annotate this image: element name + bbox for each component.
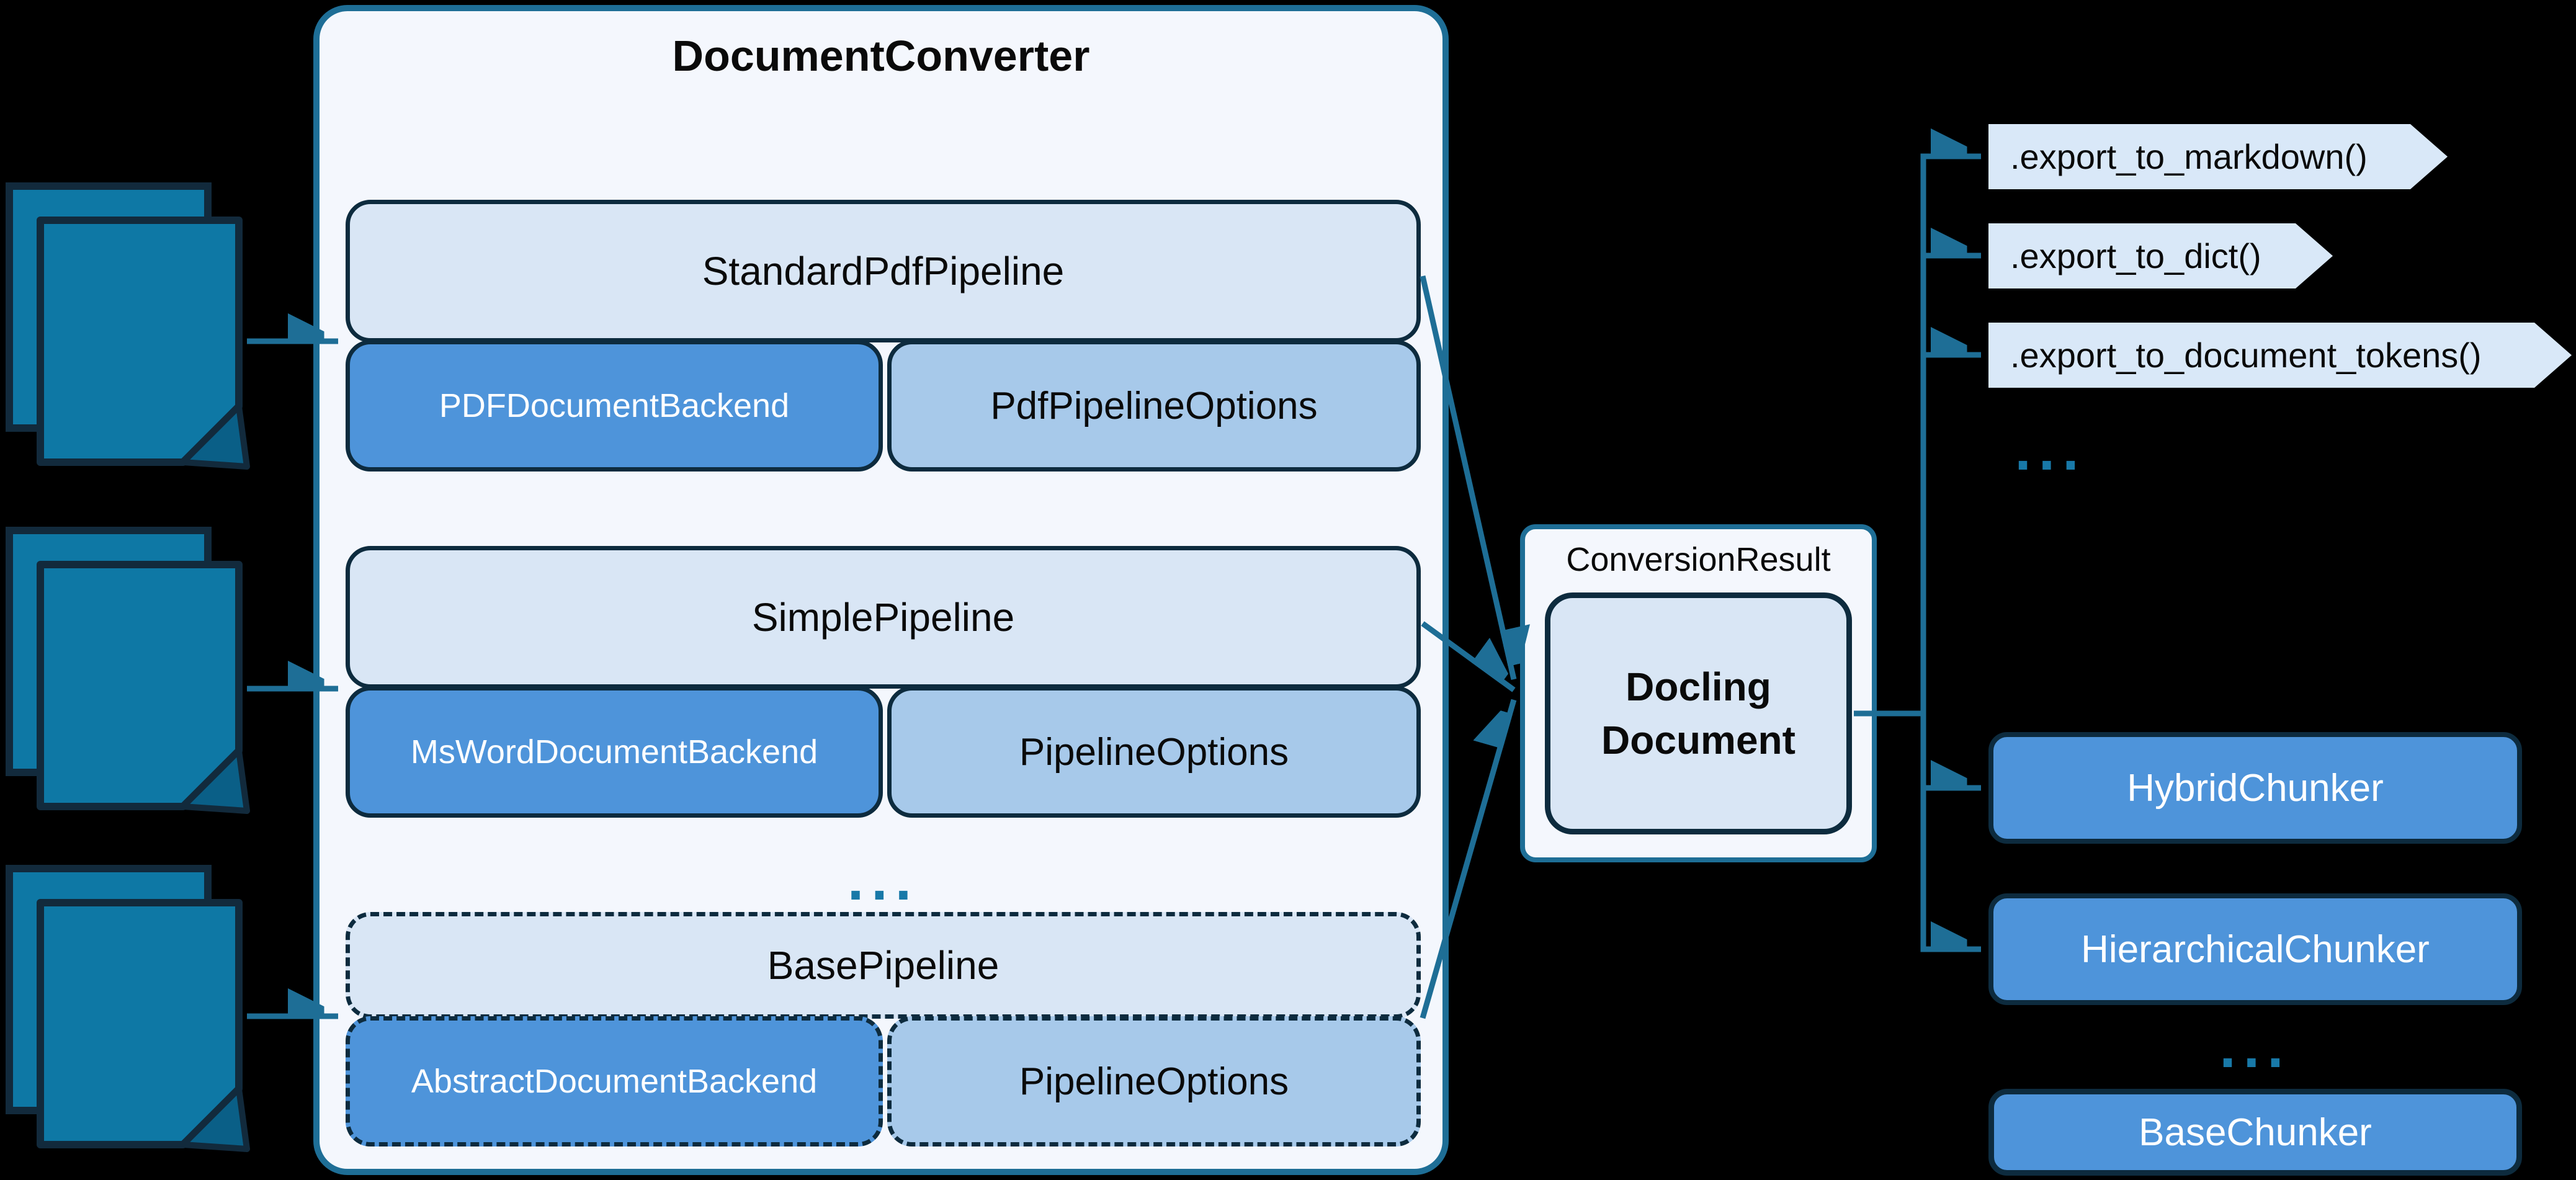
docx-stack-label: DOCX <box>80 662 199 708</box>
export-to-document-tokens-chevron: .export_to_document_tokens() <box>1988 323 2572 388</box>
options-box-pdfpipelineoptions: PdfPipelineOptions <box>887 340 1421 472</box>
options-box-pipelineoptions: PipelineOptions <box>887 686 1421 818</box>
hybrid-chunker-box: HybridChunker <box>1988 732 2522 844</box>
docling-document-box: Docling Document <box>1545 592 1852 834</box>
pdf-stack-label: PDF <box>99 318 181 364</box>
document-converter-title: DocumentConverter <box>672 31 1090 80</box>
pipeline-box-standardpdfpipeline: StandardPdfPipeline <box>346 200 1421 342</box>
backend-box-mswworddocumentbackend: MsWordDocumentBackend <box>346 686 883 818</box>
conversion-result-label: ConversionResult <box>1566 541 1831 578</box>
pipeline-box-simplepipeline: SimplePipeline <box>346 546 1421 689</box>
converter-ellipsis: ... <box>847 847 919 913</box>
options-box-pipelineoptions-base: PipelineOptions <box>887 1016 1421 1146</box>
backend-box-pdfdocumentbackend: PDFDocumentBackend <box>346 340 883 472</box>
some-format-stack-label: <some format> <box>80 981 199 1065</box>
pipeline-box-basepipeline: BasePipeline <box>346 912 1421 1019</box>
backend-box-abstractdocumentbackend: AbstractDocumentBackend <box>346 1016 883 1146</box>
export-to-markdown-chevron: .export_to_markdown() <box>1988 124 2448 189</box>
hierarchical-chunker-box: HierarchicalChunker <box>1988 893 2522 1005</box>
export-to-dict-chevron: .export_to_dict() <box>1988 223 2333 288</box>
exports-ellipsis: ... <box>2015 417 2086 483</box>
base-chunker-box: BaseChunker <box>1988 1089 2522 1176</box>
chunkers-ellipsis: ... <box>2219 1014 2291 1080</box>
